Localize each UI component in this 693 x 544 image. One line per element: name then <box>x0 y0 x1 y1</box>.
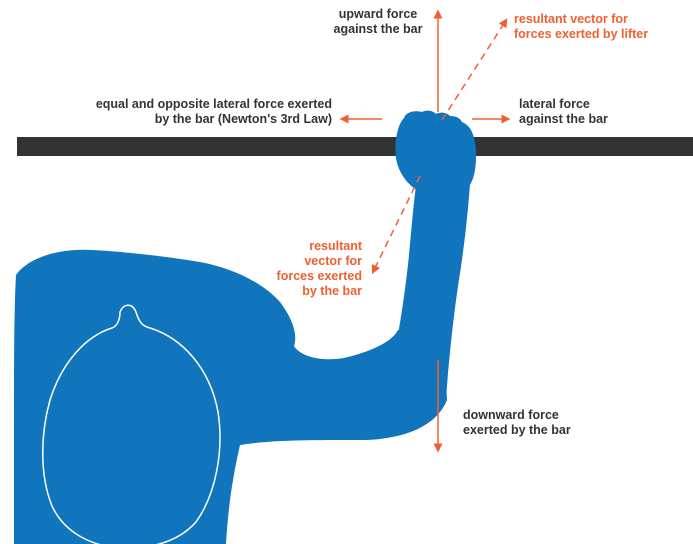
opposite-lateral-label-line-1: equal and opposite lateral force exerted <box>30 97 332 112</box>
resultant-bar-label-line-3: forces exerted <box>250 269 362 284</box>
resultant-lifter-label: resultant vector for forces exerted by l… <box>514 12 648 42</box>
downward-force-label-line-2: exerted by the bar <box>463 423 571 438</box>
resultant-lifter-label-line-1: resultant vector for <box>514 12 648 27</box>
lifter-arm <box>395 184 470 407</box>
upward-force-label: upward force against the bar <box>318 7 438 37</box>
downward-force-label-line-1: downward force <box>463 408 571 423</box>
upward-force-label-line-1: upward force <box>318 7 438 22</box>
opposite-lateral-label-line-2: by the bar (Newton's 3rd Law) <box>30 112 332 127</box>
opposite-lateral-label: equal and opposite lateral force exerted… <box>30 97 332 127</box>
horizontal-bar <box>17 137 693 156</box>
lifter-silhouette <box>14 111 476 544</box>
lateral-force-label-line-1: lateral force <box>519 97 608 112</box>
resultant-lifter-arrow <box>442 22 505 120</box>
lifter-fist <box>395 111 476 192</box>
lateral-force-label-line-2: against the bar <box>519 112 608 127</box>
resultant-bar-label-line-2: vector for <box>250 254 362 269</box>
downward-force-label: downward force exerted by the bar <box>463 408 571 438</box>
lateral-force-label: lateral force against the bar <box>519 97 608 127</box>
resultant-bar-label-line-4: by the bar <box>250 284 362 299</box>
resultant-bar-label-line-1: resultant <box>250 239 362 254</box>
resultant-bar-label: resultant vector for forces exerted by t… <box>250 239 362 299</box>
resultant-lifter-label-line-2: forces exerted by lifter <box>514 27 648 42</box>
upward-force-label-line-2: against the bar <box>318 22 438 37</box>
